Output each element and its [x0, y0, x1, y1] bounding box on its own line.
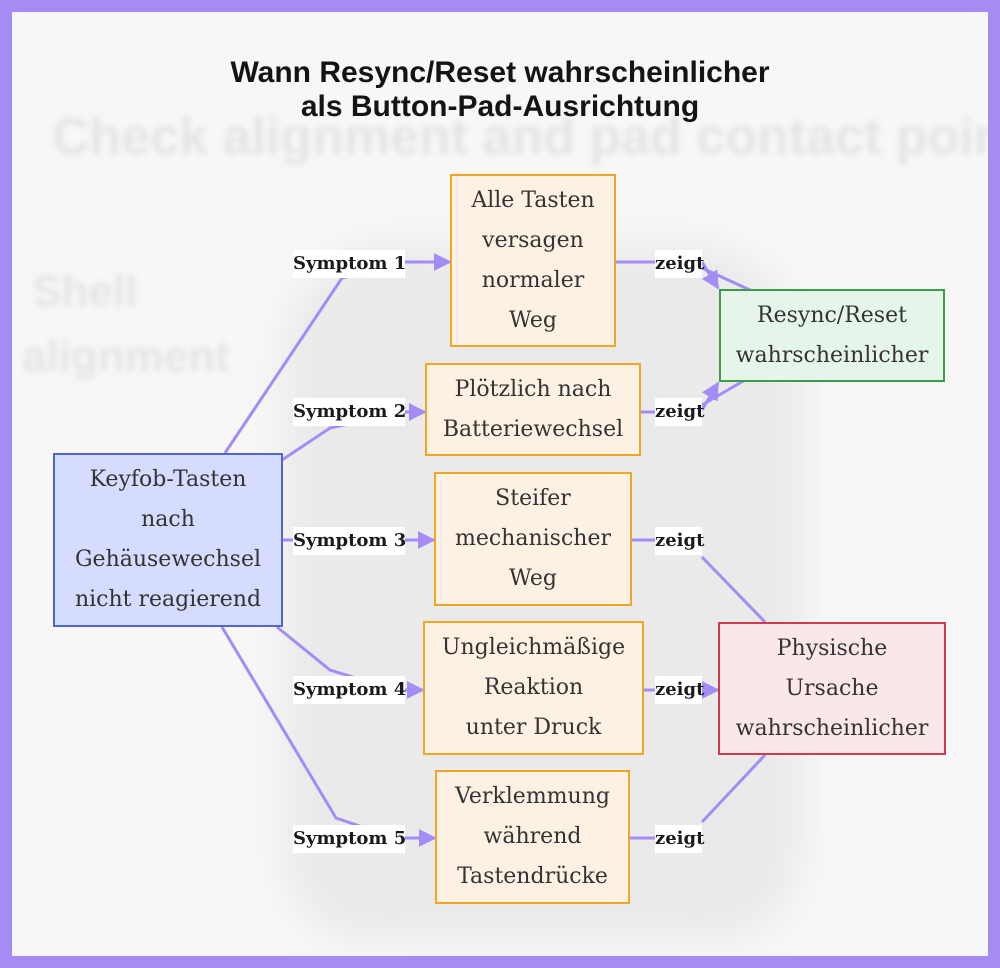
edge-label-s2-resync-arrow	[700, 381, 720, 411]
node-symptom-1: Alle Tasten versagen normaler Weg	[450, 174, 616, 347]
node-symptom-3: Steifer mechanischer Weg	[434, 472, 632, 606]
background-text-check: Check alignment and pad contact points	[52, 108, 988, 166]
edge-label-shows-1: zeigt	[655, 250, 704, 278]
node-s5-line2: während	[483, 824, 582, 849]
node-root-line1: Keyfob-Tasten	[89, 467, 247, 492]
node-s1-line2: versagen	[482, 227, 584, 253]
edge-label-symptom-5: Symptom 5	[293, 825, 406, 853]
node-s4-line2: Reaktion	[483, 675, 584, 700]
node-symptom-4: Ungleichmäßige Reaktion unter Druck	[423, 621, 644, 755]
background-text-alignment: alignment	[22, 332, 230, 381]
background-text-shell: Shell	[32, 267, 138, 316]
edge-label-symptom-1: Symptom 1	[293, 250, 406, 278]
node-s3-line1: Steifer	[495, 486, 571, 511]
node-s4-line1: Ungleichmäßige	[441, 635, 626, 660]
edge-label-symptom-4: Symptom 4	[293, 676, 406, 704]
node-root-line4: nicht reagierend	[74, 587, 262, 612]
node-symptom-5: Verklemmung während Tastendrücke	[435, 770, 630, 904]
title-line-2: als Button-Pad-Ausrichtung	[300, 90, 700, 123]
node-root: Keyfob-Tasten nach Gehäusewechsel nicht …	[53, 453, 283, 627]
node-physical-line1: Physische	[776, 635, 888, 661]
node-resync-line1: Resync/Reset	[757, 302, 907, 328]
node-resync-outcome: Resync/Reset wahrscheinlicher	[719, 289, 945, 382]
node-physical-line3: wahrscheinlicher	[735, 715, 929, 741]
node-resync-line2: wahrscheinlicher	[735, 342, 929, 368]
edge-label-s1-resync-arrow	[700, 261, 720, 290]
node-physical-outcome: Physische Ursache wahrscheinlicher	[718, 622, 946, 755]
node-s5-line1: Verklemmung	[455, 784, 610, 809]
node-s1-line3: normaler	[481, 267, 585, 293]
node-physical-line2: Ursache	[785, 675, 879, 701]
title-line-1: Wann Resync/Reset wahrscheinlicher	[230, 56, 770, 89]
node-s3-line3: Weg	[509, 566, 557, 591]
node-s1-line4: Weg	[509, 307, 557, 333]
edge-label-shows-5: zeigt	[655, 825, 704, 853]
node-s3-line2: mechanischer	[454, 526, 611, 551]
edge-s3-physical-2	[700, 555, 767, 624]
node-symptom-2: Plötzlich nach Batteriewechsel	[425, 363, 641, 456]
edge-root-s5	[220, 626, 396, 840]
node-s2-line1: Plötzlich nach	[454, 376, 612, 402]
node-s5-line3: Tastendrücke	[457, 864, 608, 889]
node-s1-line1: Alle Tasten	[471, 187, 595, 213]
node-root-line3: Gehäusewechsel	[74, 547, 262, 572]
edge-label-symptom-2: Symptom 2	[293, 398, 406, 426]
node-root-line2: nach	[141, 507, 195, 532]
node-s2-line2: Batteriewechsel	[442, 416, 624, 442]
node-s4-line3: unter Druck	[465, 715, 602, 740]
edge-label-shows-3: zeigt	[655, 527, 704, 555]
diagram-title: Wann Resync/Reset wahrscheinlicher als B…	[0, 56, 1000, 124]
edge-label-shows-4: zeigt	[655, 676, 704, 704]
edge-s5-physical-2	[700, 753, 767, 824]
edge-label-shows-2: zeigt	[655, 398, 704, 426]
edge-label-symptom-3: Symptom 3	[293, 527, 406, 555]
